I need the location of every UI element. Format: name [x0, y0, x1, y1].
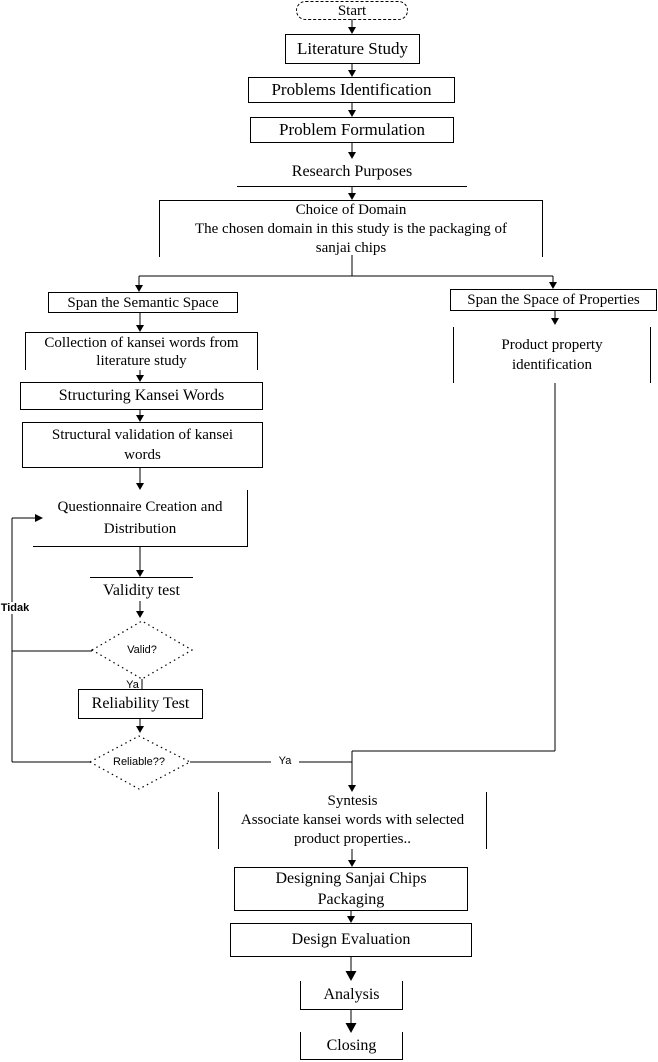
- arrow-down-icon: [549, 282, 557, 289]
- arrow-down-icon: [345, 971, 357, 981]
- flowchart-node-research-purposes: Research Purposes: [237, 158, 467, 187]
- flowchart-node-start: Start: [296, 1, 408, 20]
- flowchart-node-structural-validation: Structural validation of kansei words: [22, 422, 263, 468]
- flowchart-node-validity-test: Validity test: [90, 577, 193, 604]
- edge-label-ya-after-reliable: Ya: [271, 755, 299, 767]
- arrow-down-icon: [347, 916, 355, 923]
- flowchart-node-designing: Designing Sanjai Chips Packaging: [234, 867, 468, 911]
- arrow-down-icon: [348, 110, 356, 117]
- flowchart-node-design-evaluation: Design Evaluation: [230, 923, 472, 957]
- flowchart-node-span-semantic-space: Span the Semantic Space: [48, 292, 238, 313]
- edge-label-ya-after-valid: Ya: [126, 679, 139, 691]
- flowchart-node-syntesis: Syntesis Associate kansei words with sel…: [218, 792, 487, 849]
- arrow-down-icon: [348, 860, 356, 867]
- flowchart-node-questionnaire: Questionnaire Creation and Distribution: [33, 490, 248, 547]
- arrow-down-icon: [136, 375, 144, 382]
- flowchart-node-problems-identification: Problems Identification: [248, 77, 455, 103]
- flowchart-node-closing: Closing: [300, 1032, 403, 1060]
- flowchart-node-collection-kansei-words: Collection of kansei words from literatu…: [25, 332, 258, 370]
- flowchart-node-reliability-test: Reliability Test: [78, 689, 203, 719]
- flowchart-node-valid-decision-label: Valid?: [127, 644, 157, 656]
- arrow-down-icon: [348, 193, 356, 200]
- arrow-down-icon: [348, 785, 356, 792]
- arrow-down-icon: [136, 415, 144, 422]
- arrow-down-icon: [348, 70, 356, 77]
- arrow-down-icon: [348, 27, 356, 34]
- arrowheads: [35, 27, 559, 1033]
- arrow-right-icon: [35, 514, 43, 522]
- connector-lines: [11, 19, 556, 1023]
- flowchart-node-problem-formulation: Problem Formulation: [250, 117, 454, 143]
- arrow-down-icon: [135, 285, 143, 292]
- arrow-down-icon: [136, 483, 144, 490]
- arrow-down-icon: [136, 726, 144, 733]
- flowchart-node-choice-of-domain: Choice of Domain The chosen domain in th…: [159, 200, 543, 257]
- valid-decision-diamond: [90, 620, 194, 680]
- arrow-down-icon: [345, 1023, 357, 1033]
- arrow-down-icon: [348, 152, 356, 159]
- edge-label-tidak: Tidak: [0, 602, 30, 614]
- flowchart-node-literature-study: Literature Study: [285, 34, 420, 64]
- flowchart-node-structuring-kansei-words: Structuring Kansei Words: [20, 382, 263, 410]
- arrow-down-icon: [551, 318, 559, 325]
- flowchart-node-product-property: Product property identification: [453, 327, 651, 383]
- flowchart-node-span-space-properties: Span the Space of Properties: [450, 289, 657, 311]
- flowchart-node-reliable-decision-label: Reliable??: [113, 756, 165, 768]
- arrow-down-icon: [136, 325, 144, 332]
- flowchart-node-analysis: Analysis: [300, 981, 403, 1010]
- arrow-down-icon: [136, 570, 144, 577]
- arrow-down-icon: [136, 611, 144, 618]
